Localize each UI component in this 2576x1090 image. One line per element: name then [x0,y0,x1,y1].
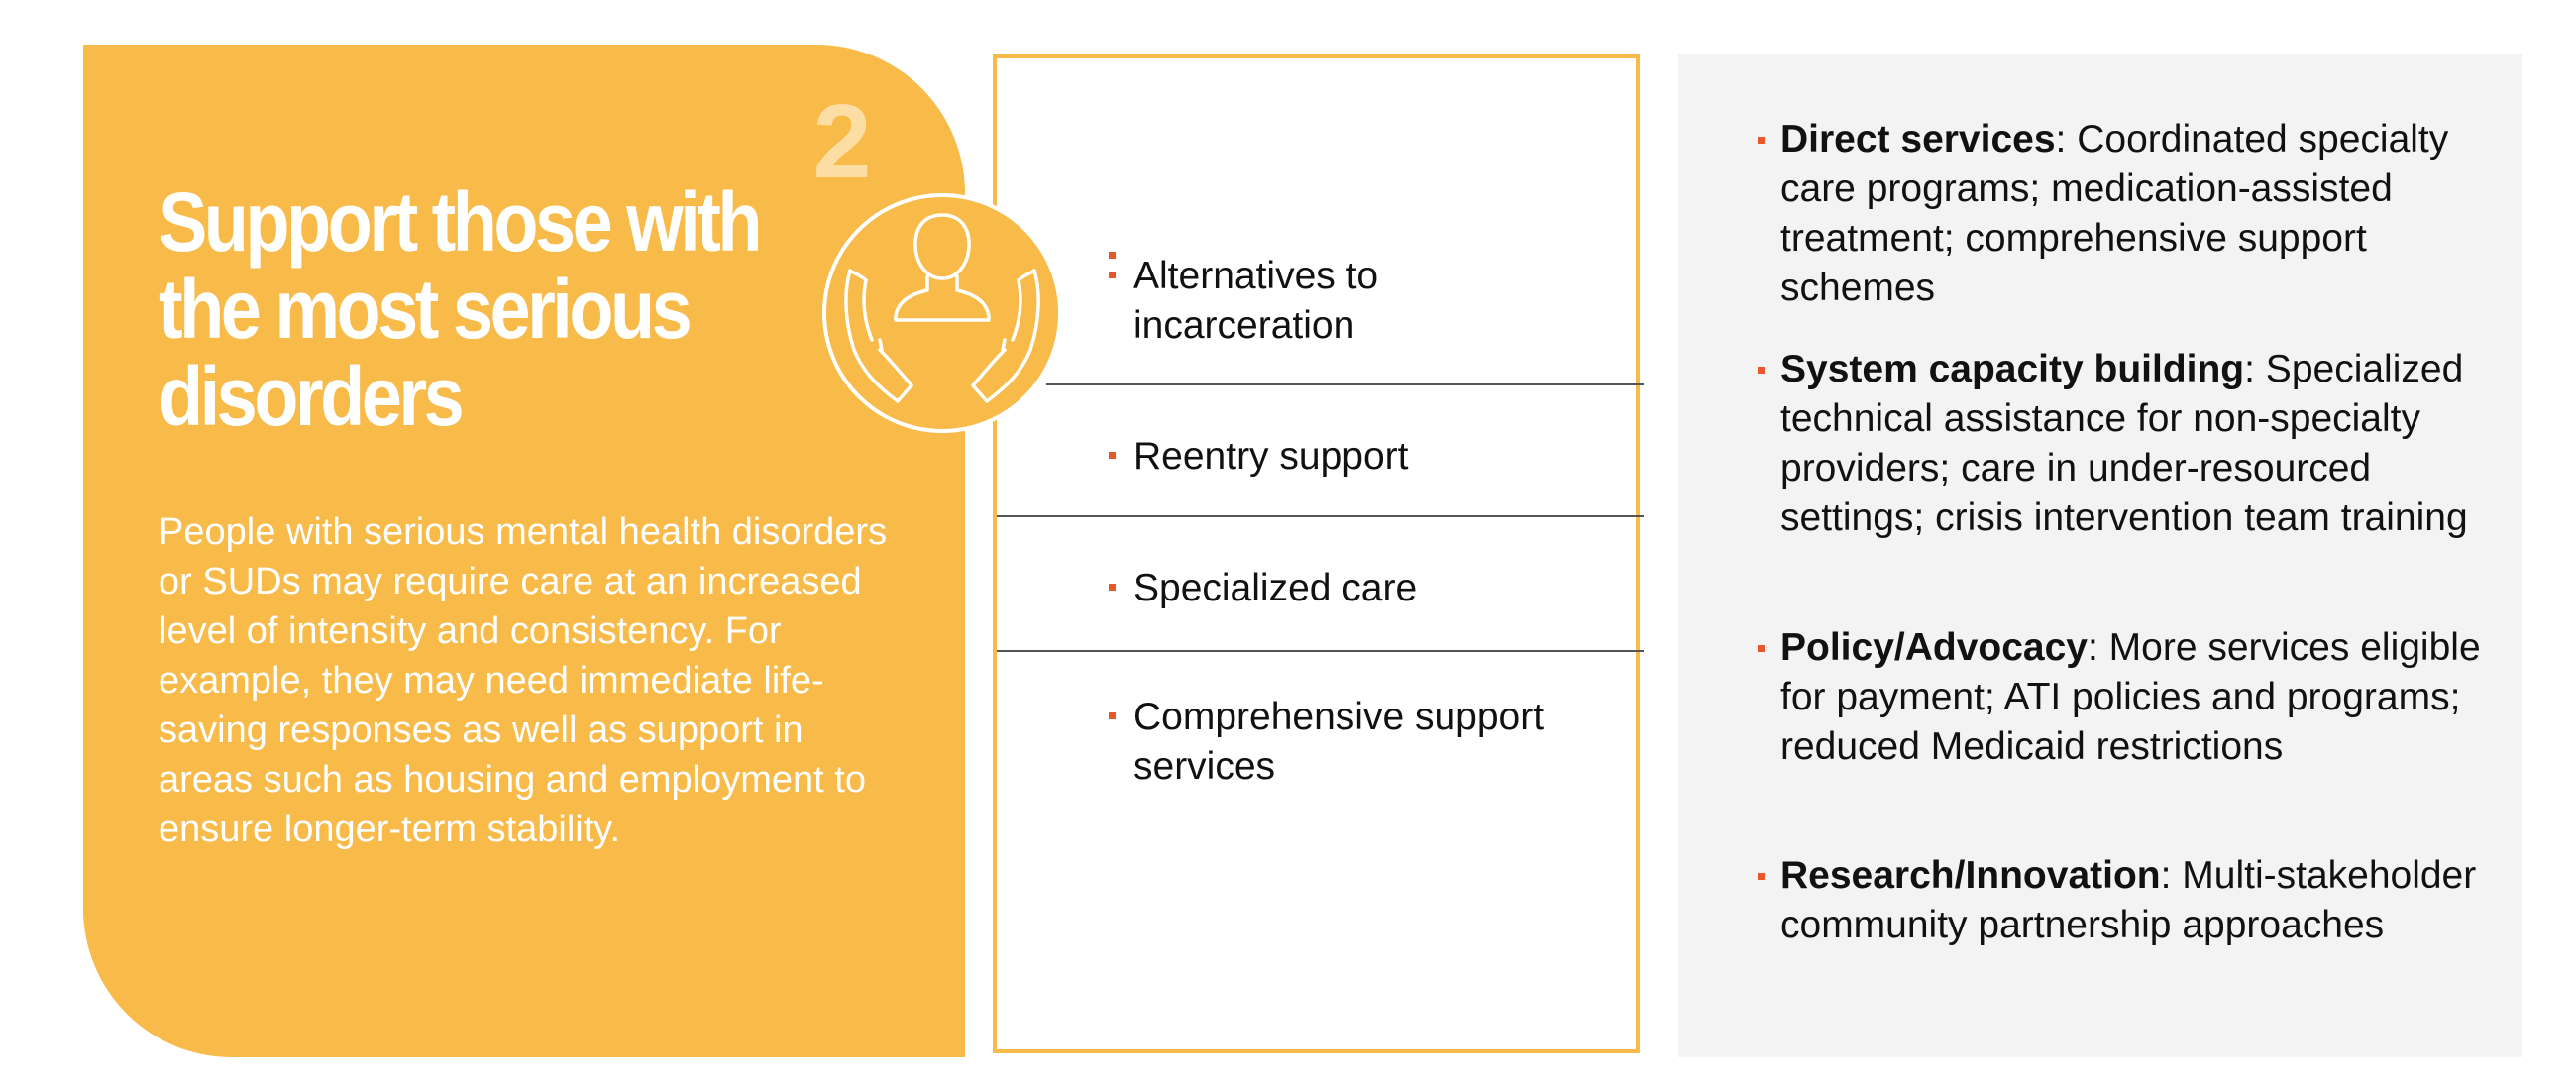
bullet-marker [1758,367,1765,374]
divider [997,650,1644,652]
bullet-marker [1758,873,1765,880]
strategy-detail: : More services eligible for payment; AT… [1780,626,2481,768]
strategy-text: System capacity building: Specialized te… [1780,345,2494,543]
focus-area-label: Specialized care [1133,567,1418,609]
strategy-detail: : Multi-stakeholder community partnershi… [1780,854,2477,946]
bullet-marker [1109,252,1116,259]
focus-area-label: Reentry support [1133,435,1409,478]
step-number: 2 [812,83,872,200]
divider [997,515,1644,517]
focus-areas-panel: Alternatives to incarceration Reentry su… [993,54,1644,1053]
strategy-text: Policy/Advocacy: More services eligible … [1780,623,2494,772]
strategy-heading: System capacity building [1780,348,2245,390]
strategy-detail: : Specialized technical assistance for n… [1780,348,2468,539]
strategy-heading: Direct services [1780,118,2056,161]
strategy-heading: Policy/Advocacy [1780,626,2088,669]
focus-area-label: Alternatives to incarceration [1133,255,1379,347]
bullet-marker [1109,452,1116,459]
divider [1046,383,1644,385]
person-with-supporting-hands-icon [822,193,1062,433]
bullet-marker [1758,645,1765,652]
strategies-panel: Direct services: Coordinated specialty c… [1678,54,2522,1057]
section-description: People with serious mental health disord… [159,511,888,850]
bullet-marker [1109,712,1116,719]
strategy-detail: : Coordinated specialty care programs; m… [1780,118,2449,309]
bullet-marker [1109,272,1116,278]
bullet-marker [1758,137,1765,144]
strategy-text: Research/Innovation: Multi-stakeholder c… [1780,851,2494,950]
bullet-marker [1109,584,1116,591]
section-title: Support those with the most serious diso… [159,175,762,443]
strategy-heading: Research/Innovation [1780,854,2161,897]
strategy-text: Direct services: Coordinated specialty c… [1780,115,2494,313]
left-panel [83,45,965,1057]
focus-area-label: Comprehensive support services [1133,696,1545,788]
